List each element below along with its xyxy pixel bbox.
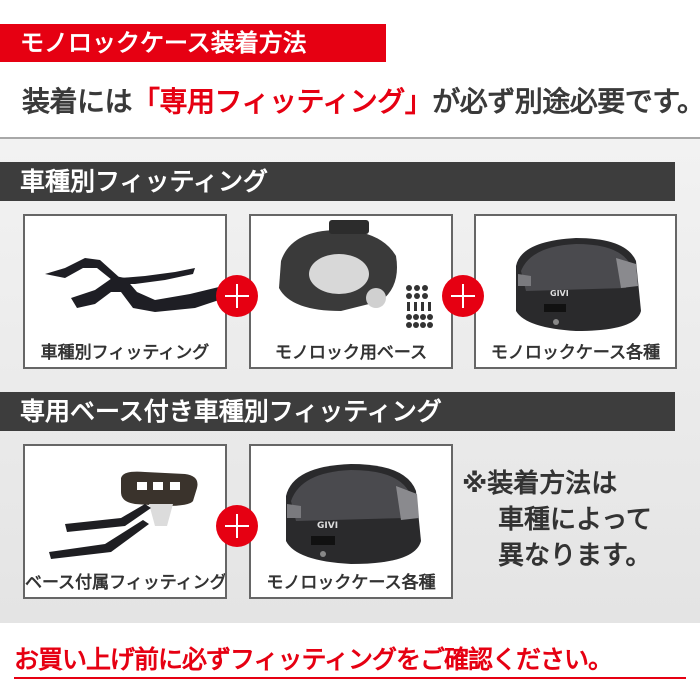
svg-text:GIVI: GIVI — [550, 289, 569, 298]
plus-icon — [216, 275, 258, 317]
fitting-brackets-image — [45, 258, 225, 312]
svg-text:GIVI: GIVI — [317, 521, 338, 531]
note-line-1: ※装着方法は — [462, 469, 618, 499]
subtitle-highlight: 「専用フィッティング」 — [132, 85, 433, 118]
installation-note: ※装着方法は 車種によって 異なります。 — [462, 466, 652, 574]
product-card-case: GIVI モノロックケース各種 — [474, 214, 677, 369]
product-card-case-2: GIVI モノロックケース各種 — [249, 444, 453, 599]
givi-top-case-image: GIVI — [286, 464, 421, 564]
plus-icon — [442, 275, 484, 317]
product-label: モノロックケース各種 — [490, 343, 661, 363]
banner-title: モノロックケース装着方法 — [0, 24, 386, 62]
fitting-with-base-image — [49, 471, 198, 559]
givi-top-case-image: GIVI — [516, 238, 641, 331]
top-header: モノロックケース装着方法 装着には「専用フィッティング」が必ず別途必要です。 — [0, 0, 700, 138]
footer-warning: お買い上げ前に必ずフィッティングをご確認ください。 — [14, 645, 613, 674]
note-line-3: 異なります。 — [498, 541, 652, 571]
product-label: モノロックケース各種 — [266, 573, 436, 593]
subtitle: 装着には「専用フィッティング」が必ず別途必要です。 — [22, 80, 700, 120]
product-card-base: モノロック用ベース — [249, 214, 453, 369]
product-label: ベース付属フィッティング — [25, 573, 227, 593]
footer-underline — [14, 677, 686, 679]
section-title-vehicle-fitting: 車種別フィッティング — [0, 162, 675, 201]
divider — [0, 137, 700, 139]
product-label: モノロック用ベース — [274, 343, 428, 363]
product-card-base-fitting: ベース付属フィッティング — [23, 444, 227, 599]
monolock-base-image — [279, 220, 433, 328]
section-title-base-fitting: 専用ベース付き車種別フィッティング — [0, 392, 675, 431]
subtitle-suffix: が必ず別途必要です。 — [432, 85, 700, 118]
product-label: 車種別フィッティング — [40, 343, 210, 363]
note-line-2: 車種によって — [498, 505, 652, 535]
plus-icon — [216, 505, 258, 547]
product-card-fitting: 車種別フィッティング — [23, 214, 227, 369]
subtitle-prefix: 装着には — [22, 85, 133, 118]
